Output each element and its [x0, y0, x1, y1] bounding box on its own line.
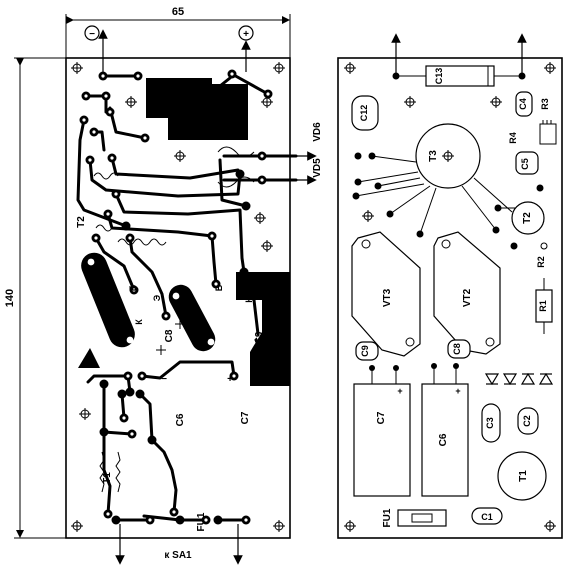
capacitor-c7: + C7	[353, 365, 411, 497]
label-c8: C8	[452, 343, 462, 355]
capacitor-c6: + C6	[421, 363, 469, 497]
dimension-height: 140	[4, 57, 66, 539]
transistor-vt2: VT2	[433, 231, 501, 355]
label-t1: T1	[518, 470, 529, 482]
triangle-pad	[78, 348, 100, 368]
plus-terminal: +	[238, 25, 254, 41]
resistor-r1: R1	[535, 278, 553, 334]
label-vd6: VD6	[312, 122, 323, 142]
label-t3: T3	[428, 150, 439, 162]
label-vt2: VT2	[462, 288, 473, 307]
label-r4: R4	[508, 132, 518, 144]
label-c13: C13	[434, 68, 444, 85]
left-label-c6: C6	[175, 413, 186, 426]
label-c4: C4	[518, 98, 528, 110]
label-c5: C5	[520, 158, 530, 170]
power-transistor-pad-left	[81, 252, 135, 348]
right-board: C13 C12 C4 R3 R4 C5 T3 T2 R2	[337, 33, 563, 539]
label-r1: R1	[538, 300, 548, 312]
left-cross-marks	[156, 319, 185, 355]
left-board: T2 T1 C6 C7 C8 C9 FU1 Б Б Э К К − + к SA…	[65, 29, 323, 565]
power-transistor-pad-right	[168, 284, 216, 352]
label-r2: R2	[536, 256, 546, 268]
label-c12: C12	[359, 105, 369, 122]
minus-terminal: −	[84, 25, 100, 41]
right-pads	[352, 72, 544, 250]
label-c2: C2	[522, 415, 532, 427]
left-pin-k1: К	[134, 319, 144, 325]
transistor-vt3: VT3	[351, 231, 421, 357]
left-mounting-holes	[71, 62, 285, 532]
label-c7-plus: +	[397, 386, 402, 396]
label-c6: C6	[438, 433, 449, 446]
left-label-c8: C8	[164, 329, 175, 342]
left-minus-sign: −	[161, 374, 167, 385]
left-pin-k2: К	[244, 297, 254, 303]
copper-pour-right	[236, 272, 290, 386]
copper-pour-top	[146, 78, 248, 140]
left-pin-b1: Б	[128, 284, 138, 291]
component-c13: C13	[396, 65, 522, 87]
transformer-t3	[415, 123, 481, 189]
label-c1: C1	[481, 512, 493, 522]
label-c3: C3	[485, 417, 495, 429]
dimension-width: 65	[65, 6, 291, 58]
label-fu1: FU1	[382, 508, 393, 527]
dimension-width-label: 65	[172, 6, 184, 18]
left-label-c9: C9	[254, 331, 265, 344]
right-wires	[355, 155, 516, 235]
plus-terminal-sign: +	[243, 29, 249, 40]
left-pin-b2: Б	[214, 284, 224, 291]
minus-terminal-sign: −	[89, 29, 95, 40]
left-coil-links	[93, 146, 255, 493]
fuse-fu1: FU1	[382, 508, 447, 527]
left-label-fu1: FU1	[196, 512, 207, 531]
label-to-sa1: к SA1	[164, 550, 192, 561]
dimension-height-label: 140	[4, 289, 16, 307]
label-t2: T2	[522, 212, 533, 224]
label-c6-plus: +	[455, 386, 460, 396]
left-pin-e: Э	[152, 294, 162, 301]
left-label-c7: C7	[240, 411, 251, 424]
left-label-t2: T2	[76, 216, 87, 228]
label-c9: C9	[360, 345, 370, 357]
label-vd5: VD5	[312, 158, 323, 178]
transformer-t1	[497, 451, 547, 501]
label-vt3: VT3	[382, 288, 393, 307]
label-c7: C7	[376, 411, 387, 424]
right-mounting-holes	[344, 62, 556, 532]
label-r3: R3	[540, 98, 550, 110]
transformer-t2	[511, 201, 545, 235]
diode-symbols	[484, 372, 554, 386]
left-plus-sign: +	[227, 374, 233, 385]
left-label-t1: T1	[102, 472, 113, 484]
